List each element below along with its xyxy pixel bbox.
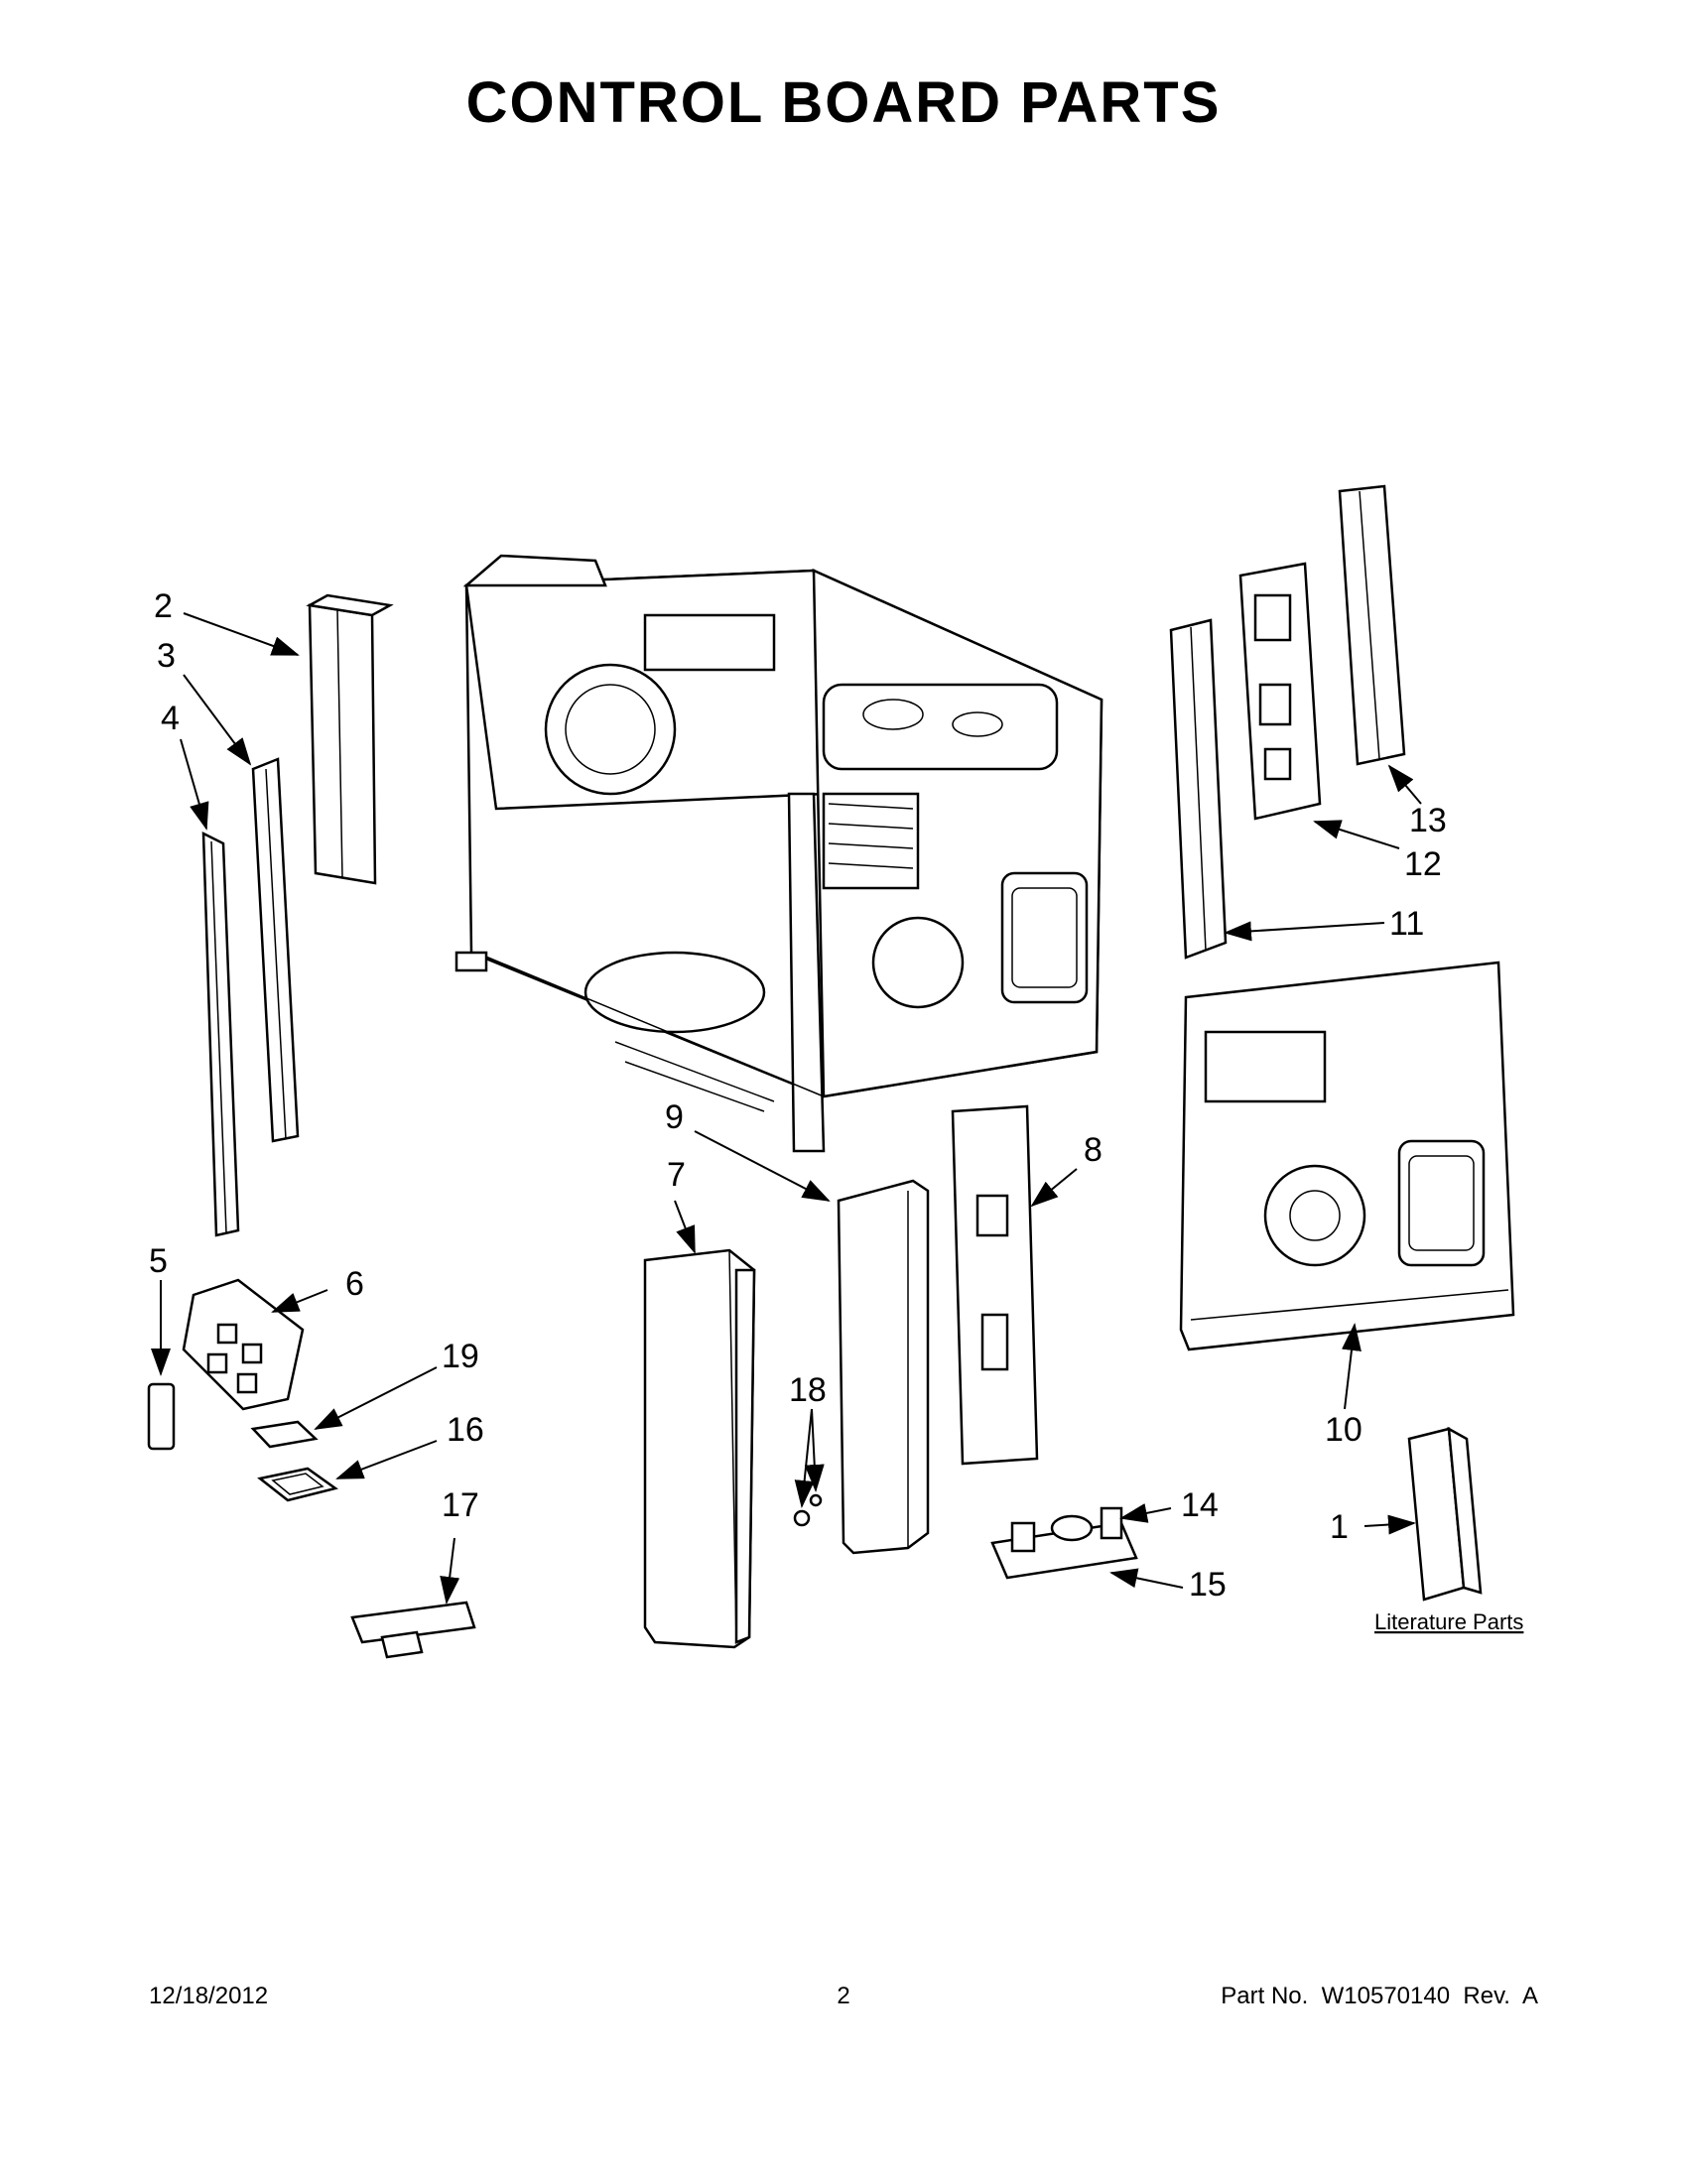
- part-9-inner-panel: [837, 1179, 930, 1555]
- callout-14: 14: [1181, 1486, 1219, 1524]
- part-17-ribbon: [350, 1601, 476, 1659]
- callout-13: 13: [1409, 802, 1447, 839]
- part-19-pad: [250, 1420, 319, 1449]
- part-14-15-power-board: [990, 1506, 1138, 1580]
- callout-16: 16: [447, 1411, 484, 1449]
- callout-9: 9: [665, 1098, 684, 1136]
- callout-12: 12: [1404, 845, 1442, 883]
- part-8-shield-plate: [951, 1104, 1039, 1466]
- part-10-outer-panel: [1179, 961, 1515, 1351]
- footer-date: 12/18/2012: [149, 1983, 269, 2009]
- part-7-control-panel: [643, 1248, 756, 1649]
- callout-10: 10: [1325, 1411, 1363, 1449]
- part-18-screws: [793, 1493, 823, 1527]
- part-3-side-frame: [251, 757, 300, 1143]
- part-11-bracket: [1169, 618, 1228, 960]
- part-13-board-cover: [1338, 484, 1406, 766]
- callout-11: 11: [1389, 905, 1424, 943]
- part-1-literature: [1407, 1426, 1483, 1602]
- part-12-control-board: [1238, 562, 1322, 821]
- callout-6: 6: [345, 1265, 364, 1303]
- part-4-trim: [201, 831, 240, 1237]
- part-2-bracket: [306, 593, 394, 885]
- part-6-keypad-board: [182, 1278, 305, 1411]
- callout-8: 8: [1084, 1131, 1103, 1169]
- callout-numbers: 2 3 4 5 6 19 16 17 9 7 8 18 10 11 12 13 …: [149, 587, 1447, 1604]
- microwave-cavity: [454, 554, 1103, 1153]
- footer-page-number: 2: [837, 1983, 850, 2009]
- callout-3: 3: [157, 637, 176, 675]
- callout-4: 4: [161, 700, 180, 737]
- callout-2: 2: [154, 587, 173, 625]
- footer-part-number: Part No. W10570140 Rev. A: [1221, 1983, 1538, 2009]
- callout-19: 19: [442, 1338, 479, 1375]
- callout-18: 18: [789, 1371, 827, 1409]
- callout-17: 17: [442, 1486, 479, 1524]
- leader-lines: [151, 612, 1422, 1605]
- page-title: CONTROL BOARD PARTS: [465, 70, 1222, 135]
- callout-5: 5: [149, 1242, 168, 1280]
- callout-1: 1: [1330, 1508, 1349, 1546]
- literature-parts-label: Literature Parts: [1374, 1609, 1523, 1634]
- part-16-frame: [257, 1467, 338, 1502]
- callout-15: 15: [1189, 1566, 1227, 1604]
- part-5-connector: [147, 1382, 176, 1451]
- callout-7: 7: [667, 1156, 686, 1194]
